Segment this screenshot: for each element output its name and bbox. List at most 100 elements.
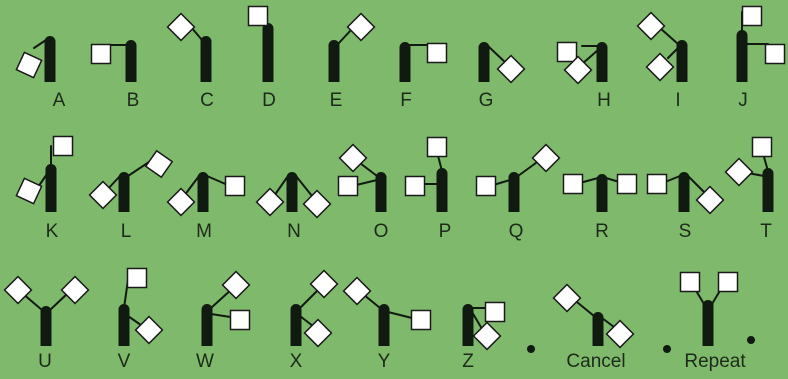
flag bbox=[564, 175, 583, 194]
figure-body bbox=[597, 42, 608, 82]
flag bbox=[249, 7, 268, 26]
label-y: Y bbox=[339, 352, 429, 371]
arm-line bbox=[34, 40, 46, 48]
arm-line bbox=[388, 312, 412, 318]
semaphore-z bbox=[463, 303, 505, 350]
arm-line bbox=[582, 50, 598, 64]
figure-body bbox=[593, 312, 604, 346]
flag bbox=[5, 277, 32, 304]
flag bbox=[128, 269, 147, 288]
flag bbox=[339, 177, 358, 196]
label-q: Q bbox=[471, 222, 561, 241]
label-g: G bbox=[441, 91, 531, 110]
arm-line bbox=[274, 176, 288, 196]
label-v: V bbox=[79, 352, 169, 371]
flag bbox=[136, 317, 163, 344]
semaphore-i bbox=[638, 13, 688, 82]
figure-body bbox=[479, 42, 490, 82]
semaphore-h bbox=[558, 42, 608, 83]
semaphore-r bbox=[564, 174, 637, 212]
semaphore-u bbox=[5, 277, 89, 346]
label-r: R bbox=[557, 222, 647, 241]
flag bbox=[558, 43, 577, 62]
arm-line bbox=[338, 30, 351, 44]
flag bbox=[412, 311, 431, 330]
figure-body bbox=[287, 172, 298, 212]
arm-line bbox=[488, 46, 507, 64]
semaphore-b bbox=[92, 40, 137, 82]
flag bbox=[474, 323, 501, 350]
flag bbox=[231, 311, 250, 330]
figure-body bbox=[677, 40, 688, 82]
semaphore-m bbox=[168, 172, 245, 215]
figure-body bbox=[119, 172, 130, 212]
figure-body bbox=[763, 168, 774, 212]
flag bbox=[766, 45, 785, 64]
figure-body bbox=[41, 306, 52, 346]
flag bbox=[168, 189, 195, 216]
figure-body bbox=[400, 42, 411, 82]
flag bbox=[92, 45, 111, 64]
flag bbox=[54, 137, 73, 156]
semaphore-g bbox=[479, 42, 525, 82]
semaphore-y bbox=[344, 278, 431, 346]
flag bbox=[16, 52, 41, 77]
semaphore-cancel bbox=[554, 285, 634, 348]
figure-body bbox=[379, 304, 390, 346]
flag bbox=[477, 177, 496, 196]
flag bbox=[618, 175, 637, 194]
label-z: Z bbox=[423, 352, 513, 371]
flag bbox=[697, 187, 724, 214]
figure-body bbox=[437, 168, 448, 212]
flag bbox=[638, 13, 665, 40]
semaphore-p bbox=[406, 138, 448, 213]
label-m: M bbox=[159, 222, 249, 241]
flag bbox=[743, 7, 762, 26]
figure-body bbox=[703, 300, 714, 346]
flag bbox=[428, 138, 447, 157]
figure-body bbox=[376, 172, 387, 212]
semaphore-a bbox=[16, 36, 55, 82]
figure-body bbox=[291, 304, 302, 346]
label-t: T bbox=[721, 222, 788, 241]
figure-body bbox=[201, 36, 212, 82]
semaphore-f bbox=[400, 42, 447, 82]
separator-dot bbox=[747, 336, 755, 344]
flag bbox=[681, 273, 700, 292]
figure-body bbox=[509, 172, 520, 212]
separator-dot bbox=[527, 345, 535, 353]
flag bbox=[344, 278, 371, 305]
semaphore-o bbox=[339, 145, 387, 212]
label-s: S bbox=[640, 222, 730, 241]
figure-body bbox=[679, 172, 690, 212]
figure-body bbox=[202, 304, 213, 346]
figure-body bbox=[329, 40, 340, 82]
semaphore-k bbox=[16, 137, 72, 213]
flag bbox=[719, 273, 738, 292]
flag bbox=[533, 145, 560, 172]
figure-body bbox=[45, 36, 56, 82]
flag bbox=[257, 189, 284, 216]
label-l: L bbox=[81, 222, 171, 241]
flag bbox=[348, 14, 375, 41]
label-n: N bbox=[249, 222, 339, 241]
semaphore-n bbox=[257, 172, 331, 217]
figure-body bbox=[198, 172, 209, 212]
label-w: W bbox=[160, 352, 250, 371]
label-f: F bbox=[361, 91, 451, 110]
semaphore-q bbox=[477, 145, 560, 212]
semaphore-c bbox=[168, 14, 212, 82]
figure-body bbox=[597, 174, 608, 212]
arm-line bbox=[50, 293, 68, 310]
semaphore-t bbox=[726, 138, 774, 213]
semaphore-e bbox=[329, 14, 375, 82]
flag bbox=[340, 145, 367, 172]
figure-body bbox=[263, 23, 274, 82]
flag bbox=[146, 151, 172, 177]
label-x: X bbox=[251, 352, 341, 371]
semaphore-v bbox=[119, 269, 163, 347]
flag bbox=[62, 277, 89, 304]
label-repeat: Repeat bbox=[670, 352, 760, 371]
